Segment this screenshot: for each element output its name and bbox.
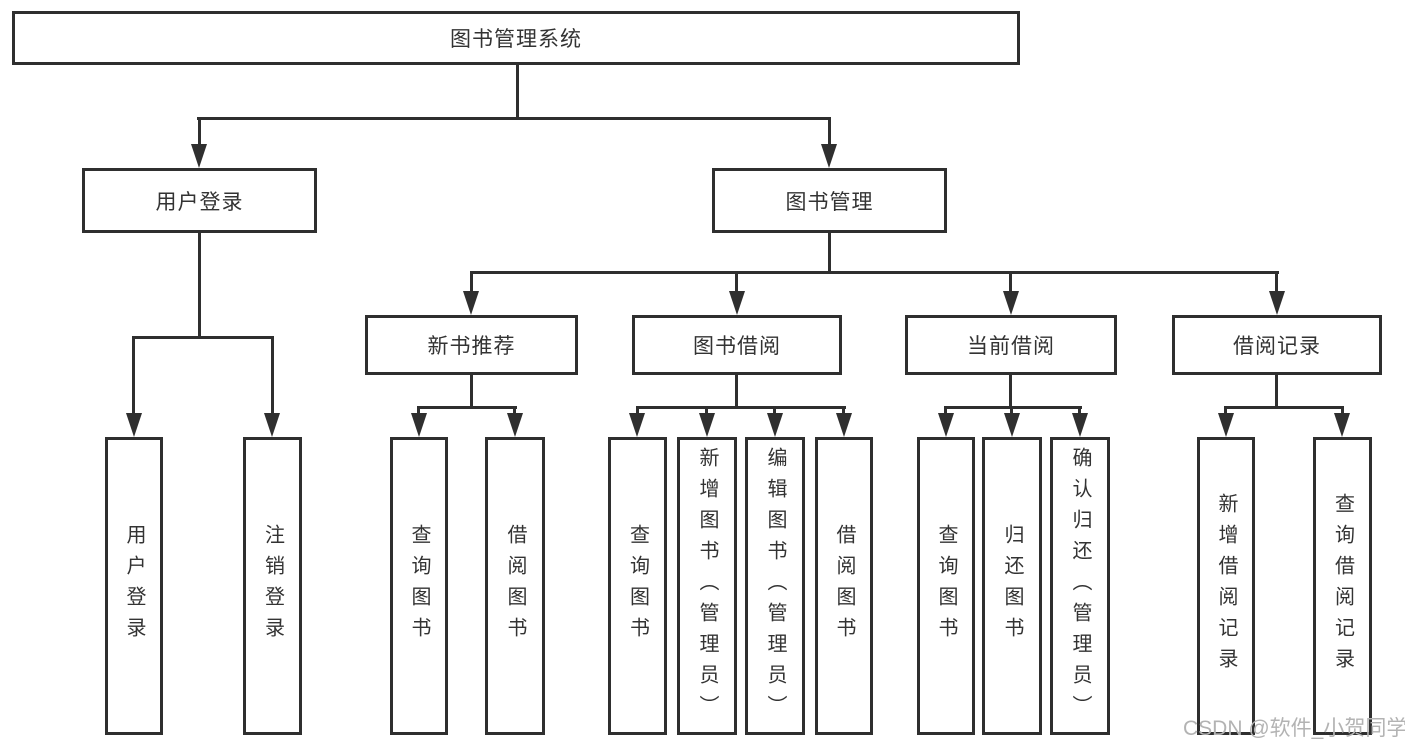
arrowhead bbox=[1334, 413, 1350, 437]
arrowhead bbox=[938, 413, 954, 437]
arrowhead bbox=[463, 291, 479, 315]
arrowhead bbox=[767, 413, 783, 437]
connector bbox=[1225, 406, 1344, 409]
node-user-login: 用户登录 bbox=[82, 168, 317, 233]
node-book-borrow-label: 图书借阅 bbox=[693, 335, 781, 358]
connector bbox=[1341, 406, 1344, 418]
connector bbox=[735, 373, 738, 409]
leaf-label: 借阅图书 bbox=[504, 524, 526, 648]
connector bbox=[1275, 271, 1278, 296]
connector bbox=[418, 406, 517, 409]
connector bbox=[198, 230, 201, 339]
connector bbox=[198, 117, 201, 149]
leaf-label: 归还图书 bbox=[1001, 524, 1023, 648]
node-user-login-label: 用户登录 bbox=[155, 190, 244, 214]
connector bbox=[133, 336, 274, 339]
node-leaf-add-book-admin: 新增图书（管理员） bbox=[677, 437, 737, 735]
connector bbox=[773, 406, 776, 418]
node-current-borrow: 当前借阅 bbox=[905, 315, 1117, 375]
connector bbox=[1010, 406, 1013, 418]
leaf-label: 查询图书 bbox=[408, 524, 430, 648]
connector bbox=[944, 406, 947, 418]
node-leaf-borrow-books-recommend: 借阅图书 bbox=[485, 437, 545, 735]
connector bbox=[842, 406, 845, 418]
arrowhead bbox=[126, 413, 142, 437]
leaf-label: 用户登录 bbox=[123, 524, 145, 648]
leaf-label: 新增借阅记录 bbox=[1215, 493, 1237, 679]
node-borrow-records-label: 借阅记录 bbox=[1233, 335, 1321, 358]
connector bbox=[417, 406, 420, 418]
connector bbox=[636, 406, 846, 409]
connector bbox=[271, 336, 274, 418]
arrowhead bbox=[1004, 413, 1020, 437]
leaf-label: 注销登录 bbox=[261, 524, 284, 648]
leaf-label: 确认归还（管理员） bbox=[1069, 446, 1091, 726]
node-leaf-user-login: 用户登录 bbox=[105, 437, 163, 735]
node-new-book-recommend-label: 新书推荐 bbox=[427, 335, 516, 358]
arrowhead bbox=[191, 144, 207, 168]
node-root-label: 图书管理系统 bbox=[450, 28, 582, 51]
connector bbox=[197, 117, 831, 120]
connector bbox=[1275, 373, 1278, 409]
arrowhead bbox=[1072, 413, 1088, 437]
connector bbox=[828, 230, 831, 274]
arrowhead bbox=[1003, 291, 1019, 315]
connector bbox=[470, 271, 473, 296]
connector bbox=[636, 406, 639, 418]
connector bbox=[1009, 373, 1012, 409]
arrowhead bbox=[629, 413, 645, 437]
connector bbox=[513, 406, 516, 418]
node-current-borrow-label: 当前借阅 bbox=[967, 335, 1055, 358]
node-leaf-confirm-return-admin: 确认归还（管理员） bbox=[1050, 437, 1110, 735]
node-leaf-return-books: 归还图书 bbox=[982, 437, 1042, 735]
arrowhead bbox=[836, 413, 852, 437]
connector bbox=[132, 336, 135, 418]
arrowhead bbox=[729, 291, 745, 315]
arrowhead bbox=[821, 144, 837, 168]
connector bbox=[470, 373, 473, 409]
node-leaf-query-books-current: 查询图书 bbox=[917, 437, 975, 735]
connector bbox=[828, 117, 831, 149]
node-leaf-query-borrow-record: 查询借阅记录 bbox=[1313, 437, 1372, 735]
connector bbox=[1009, 271, 1012, 296]
connector bbox=[735, 271, 738, 296]
node-leaf-edit-book-admin: 编辑图书（管理员） bbox=[745, 437, 805, 735]
node-leaf-query-books-borrow: 查询图书 bbox=[608, 437, 667, 735]
node-new-book-recommend: 新书推荐 bbox=[365, 315, 578, 375]
node-leaf-query-books-recommend: 查询图书 bbox=[390, 437, 448, 735]
node-book-management-label: 图书管理 bbox=[785, 190, 874, 214]
arrowhead bbox=[411, 413, 427, 437]
node-borrow-records: 借阅记录 bbox=[1172, 315, 1382, 375]
node-leaf-add-borrow-record: 新增借阅记录 bbox=[1197, 437, 1255, 735]
connector bbox=[945, 406, 1082, 409]
csdn-watermark: CSDN @软件_小贺同学 bbox=[1183, 717, 1405, 740]
leaf-label: 借阅图书 bbox=[833, 524, 855, 648]
node-book-borrow: 图书借阅 bbox=[632, 315, 842, 375]
connector bbox=[1078, 406, 1081, 418]
leaf-label: 查询图书 bbox=[626, 524, 649, 648]
arrowhead bbox=[1269, 291, 1285, 315]
leaf-label: 编辑图书（管理员） bbox=[764, 446, 786, 726]
connector bbox=[470, 271, 1279, 274]
arrowhead bbox=[264, 413, 280, 437]
leaf-label: 查询借阅记录 bbox=[1331, 493, 1354, 679]
leaf-label: 新增图书（管理员） bbox=[696, 446, 718, 726]
connector bbox=[705, 406, 708, 418]
connector bbox=[516, 63, 519, 120]
node-root: 图书管理系统 bbox=[12, 11, 1020, 65]
leaf-label: 查询图书 bbox=[935, 524, 957, 648]
node-leaf-logout: 注销登录 bbox=[243, 437, 302, 735]
node-book-management: 图书管理 bbox=[712, 168, 947, 233]
arrowhead bbox=[507, 413, 523, 437]
connector bbox=[1224, 406, 1227, 418]
arrowhead bbox=[699, 413, 715, 437]
arrowhead bbox=[1218, 413, 1234, 437]
node-leaf-borrow-books: 借阅图书 bbox=[815, 437, 873, 735]
